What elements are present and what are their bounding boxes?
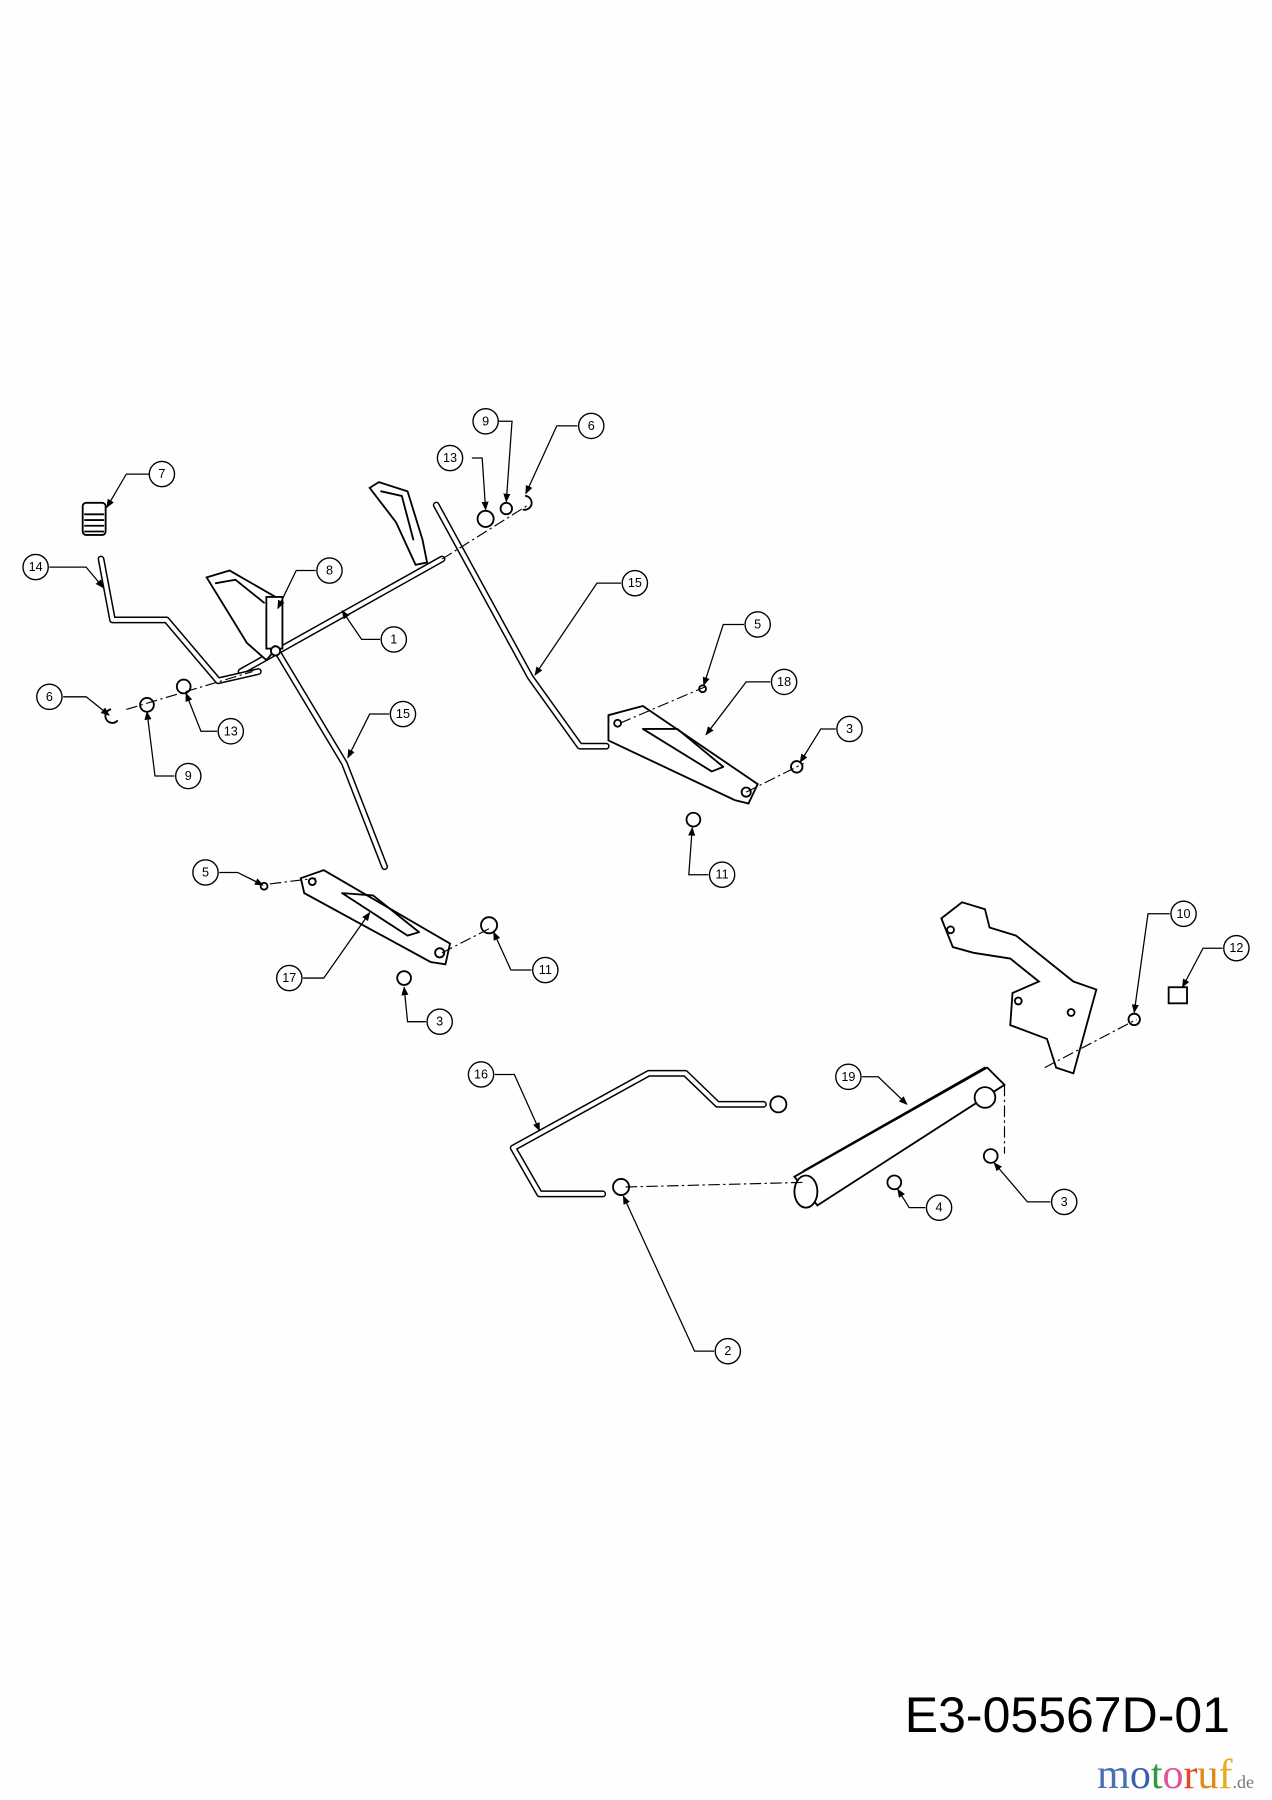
callout-8: 8 [316,557,343,584]
watermark-letter: m [1097,1752,1130,1798]
callout-1: 1 [380,626,408,653]
callout-14: 14 [22,553,49,581]
svg-text:6: 6 [588,419,595,433]
svg-text:3: 3 [846,722,853,736]
watermark-letter: u [1197,1752,1219,1798]
bracket-right [940,901,1098,1075]
callout-7: 7 [148,460,176,488]
callout-18: 18 [770,668,798,696]
svg-text:17: 17 [282,971,296,985]
rod-15-left [272,645,389,871]
svg-text:15: 15 [628,576,642,590]
svg-text:18: 18 [777,675,791,689]
svg-text:6: 6 [46,690,53,704]
callout-6-left: 6 [36,683,63,711]
pedal-plate-right [368,481,429,566]
center-lines [126,504,1137,1188]
callout-9-top: 9 [472,407,499,435]
rod-16 [509,1069,788,1198]
svg-text:13: 13 [224,724,238,738]
callout-6-top: 6 [577,412,605,440]
svg-text:3: 3 [1061,1195,1068,1209]
callout-11-left: 11 [531,956,559,984]
svg-text:12: 12 [1229,941,1243,955]
watermark-letter: o [1129,1752,1151,1798]
watermark-logo: motoruf.de [1097,1754,1254,1796]
plate-18 [607,704,759,805]
callout-13-top: 13 [436,444,464,472]
leader-lines [49,420,1223,1352]
callout-5-left: 5 [192,859,219,886]
callout-17: 17 [276,964,303,992]
svg-text:2: 2 [724,1344,731,1358]
svg-text:5: 5 [202,865,209,879]
callout-4: 4 [925,1194,953,1221]
svg-text:4: 4 [936,1201,943,1215]
svg-text:14: 14 [29,560,43,574]
svg-text:8: 8 [326,564,333,578]
callout-5-right: 5 [744,611,772,638]
svg-text:19: 19 [841,1070,855,1084]
plate-17 [299,869,452,966]
callout-12: 12 [1223,934,1250,962]
callout-3-bottom: 3 [1050,1188,1078,1216]
callout-10: 10 [1170,900,1197,928]
svg-text:11: 11 [716,868,729,882]
svg-text:5: 5 [754,617,761,631]
callout-3-right: 3 [836,715,863,743]
callout-19: 19 [835,1063,862,1091]
callout-11-right: 11 [708,861,736,889]
callout-13-left: 13 [217,717,245,745]
watermark-letter: r [1183,1752,1198,1798]
watermark-letter: o [1162,1752,1184,1798]
svg-text:1: 1 [390,632,397,646]
diagram-code: E3-05567D-01 [904,1687,1230,1743]
svg-text:7: 7 [158,467,165,481]
svg-text:15: 15 [396,707,410,721]
bolt-7 [81,501,107,536]
rod-15-right [432,501,610,750]
svg-text:3: 3 [436,1015,443,1029]
svg-text:10: 10 [1177,907,1191,921]
svg-text:9: 9 [185,769,192,783]
svg-text:13: 13 [443,451,457,465]
svg-text:11: 11 [539,963,552,977]
svg-text:16: 16 [474,1067,488,1081]
hardware [104,495,1188,1196]
callout-3-left: 3 [426,1008,454,1035]
callout-16: 16 [467,1061,495,1088]
callout-2: 2 [714,1337,742,1365]
watermark-letter: t [1150,1752,1163,1798]
callout-15-right: 15 [621,569,649,597]
watermark-letter: f [1218,1752,1233,1798]
svg-text:9: 9 [482,414,489,428]
callout-9-left: 9 [174,762,202,790]
pedal-plate-left [205,569,284,662]
watermark-suffix: .de [1232,1772,1255,1792]
callout-15-left: 15 [389,700,417,728]
